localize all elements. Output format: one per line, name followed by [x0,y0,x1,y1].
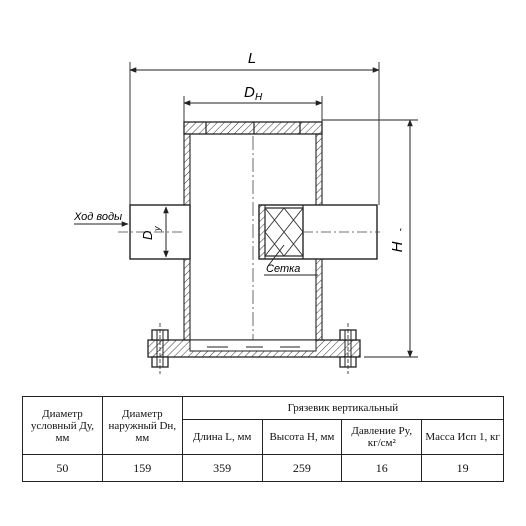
inlet-diameter-label: D [140,231,155,240]
dimension-dn-label: D [244,84,255,101]
col-length-header: Длина L, мм [181,419,263,455]
base-plate [147,339,361,358]
dimension-l-label: L [248,50,256,67]
dimension-h-mark: ' [399,227,402,239]
outlet-pipe [258,204,380,260]
group-header: Грязевик вертикальный [181,396,505,420]
table-row: 50 159 359 259 16 19 [22,454,504,482]
col-mass-header: Масса Исп 1, кг [421,419,504,455]
mesh-label: Сетка [266,263,300,275]
dimension-dn: D H [183,84,323,122]
dimension-dn-subscript: H [255,92,263,103]
inlet-diameter-subscript: y [152,226,162,232]
table-subheader-row: Длина L, мм Высота H, мм Давление Py, кг… [23,419,504,455]
col-dn-header: Диаметр наружный Dн, мм [101,396,183,455]
bolt-right-icon [339,323,357,374]
table-header-row: Диаметр условный Ду, мм Диаметр наружный… [22,396,505,455]
dimension-l: L [129,50,380,205]
cell-height: 259 [261,454,343,482]
specification-table: Диаметр условный Ду, мм Диаметр наружный… [22,396,505,482]
cell-pressure: 16 [341,454,423,482]
cell-dy: 50 [22,454,103,482]
mesh-callout: Сетка [264,244,318,276]
inlet-pipe: D y [118,204,191,260]
cell-length: 359 [181,454,263,482]
col-pressure-header: Давление Py, кг/см² [341,419,423,455]
technical-drawing: L D H H ' D y Ход воды [73,50,418,374]
dimension-h: H ' [322,119,418,358]
water-flow-callout: Ход воды [73,211,129,227]
bolt-left-icon [151,323,169,374]
col-height-header: Высота H, мм [261,419,343,455]
col-dy-header: Диаметр условный Ду, мм [22,396,103,455]
cell-dn: 159 [101,454,183,482]
water-flow-label: Ход воды [73,211,122,223]
cell-mass: 19 [421,454,504,482]
dimension-h-label: H [389,241,406,252]
